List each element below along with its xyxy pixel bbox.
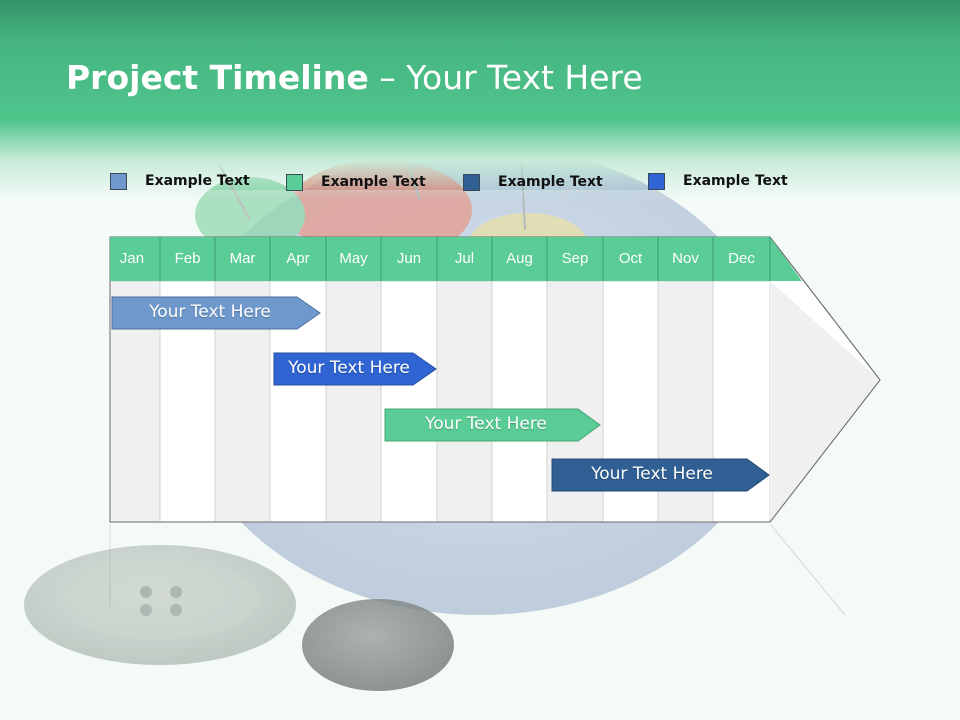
month-label: May xyxy=(339,250,368,267)
task-bar xyxy=(111,296,321,330)
legend-label: Example Text xyxy=(683,173,788,189)
title-bold: Project Timeline xyxy=(66,58,369,97)
task-bar-label: Your Text Here xyxy=(591,464,713,484)
timeline-arrow-tip xyxy=(770,281,880,522)
month-label: Mar xyxy=(229,250,256,267)
legend-item: Example Text xyxy=(648,171,788,191)
legend-label: Example Text xyxy=(498,174,603,190)
legend-swatch xyxy=(463,173,480,191)
month-label: Feb xyxy=(174,250,201,267)
month-label: Dec xyxy=(728,250,755,267)
button-large-image xyxy=(24,545,296,665)
task-bar-label: Your Text Here xyxy=(149,302,271,322)
legend-swatch xyxy=(648,172,665,190)
month-column xyxy=(325,280,382,523)
month-label: Sep xyxy=(561,250,589,267)
month-column xyxy=(380,280,438,523)
timeline-reflection xyxy=(109,523,846,616)
task-bar-label: Your Text Here xyxy=(425,414,547,434)
month-header-row xyxy=(110,237,802,281)
month-label: Nov xyxy=(672,250,699,267)
legend-swatch xyxy=(286,173,303,191)
page-title: Project Timeline – Your Text Here xyxy=(66,58,643,97)
month-column xyxy=(491,280,548,523)
legend-label: Example Text xyxy=(145,173,250,189)
month-label: Jun xyxy=(396,250,422,267)
legend-item: Example Text xyxy=(463,172,603,192)
legend-label: Example Text xyxy=(321,174,426,190)
task-bar xyxy=(551,458,770,492)
legend-item: Example Text xyxy=(286,172,426,192)
legend-item: Example Text xyxy=(110,171,250,191)
task-bar xyxy=(273,352,437,386)
task-bar xyxy=(384,408,601,442)
month-label: Apr xyxy=(286,250,310,267)
month-label: Jul xyxy=(454,250,475,267)
legend-swatch xyxy=(110,172,127,190)
month-columns xyxy=(109,280,771,523)
month-label: Jan xyxy=(119,250,145,267)
month-header-dividers xyxy=(159,237,771,281)
month-label: Aug xyxy=(506,250,533,267)
month-column xyxy=(436,280,493,523)
button-small-image xyxy=(302,599,454,691)
month-label: Oct xyxy=(618,250,643,267)
task-bar-label: Your Text Here xyxy=(288,358,410,378)
header-band xyxy=(0,0,960,200)
title-rest: – Your Text Here xyxy=(368,58,643,97)
